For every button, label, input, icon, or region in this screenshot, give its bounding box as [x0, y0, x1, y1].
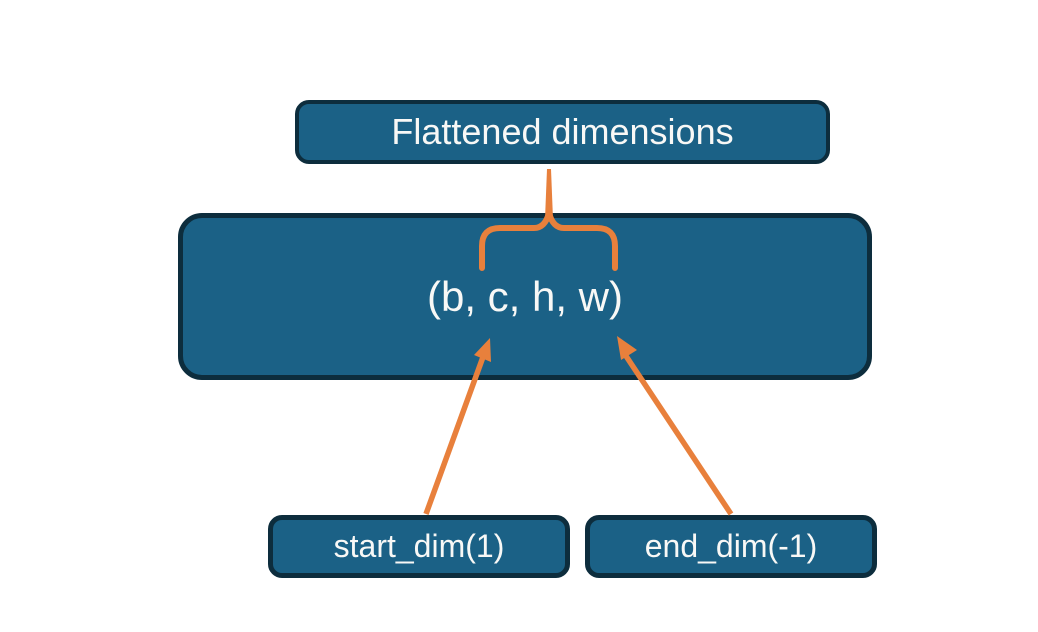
- node-start-dim: start_dim(1): [268, 515, 570, 578]
- node-start-dim-label: start_dim(1): [333, 528, 505, 564]
- node-tensor-shape: (b, c, h, w): [178, 213, 872, 380]
- node-tensor-shape-label: (b, c, h, w): [426, 272, 624, 320]
- node-flattened-dimensions: Flattened dimensions: [295, 100, 830, 164]
- node-end-dim: end_dim(-1): [585, 515, 877, 578]
- start-dim-arrow-line: [423, 356, 486, 515]
- node-end-dim-label: end_dim(-1): [644, 528, 818, 564]
- node-flattened-dimensions-label: Flattened dimensions: [391, 111, 734, 152]
- brace-stem: [545, 169, 553, 219]
